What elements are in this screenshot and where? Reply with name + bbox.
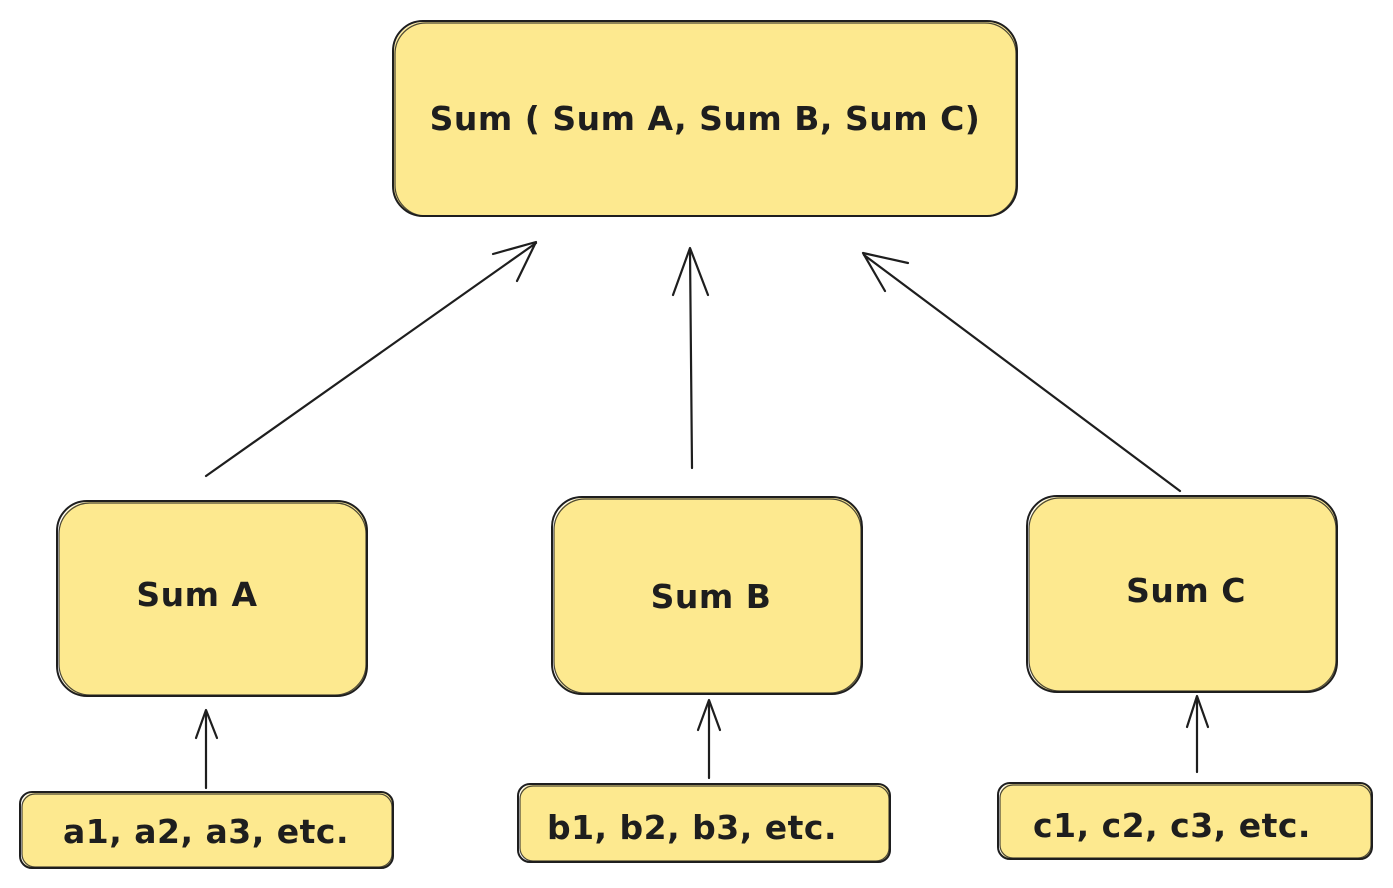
node-sum-a-label: Sum A xyxy=(136,575,257,614)
node-sum-c: Sum C xyxy=(1026,495,1338,693)
node-items-b-label: b1, b2, b3, etc. xyxy=(547,808,837,847)
arrow-sum-b-to-root xyxy=(671,246,710,470)
node-root-label: Sum ( Sum A, Sum B, Sum C) xyxy=(430,99,981,138)
node-items-c-label: c1, c2, c3, etc. xyxy=(1033,806,1311,845)
node-sum-b: Sum B xyxy=(551,496,863,695)
arrow-items-b-to-sum-b xyxy=(696,698,722,780)
arrow-sum-c-to-root xyxy=(861,251,1182,493)
node-items-b: b1, b2, b3, etc. xyxy=(517,783,891,863)
node-sum-a: Sum A xyxy=(56,500,368,697)
node-items-a-label: a1, a2, a3, etc. xyxy=(63,812,349,851)
arrow-sum-a-to-root xyxy=(204,240,538,478)
node-items-a: a1, a2, a3, etc. xyxy=(19,791,394,869)
node-sum-b-label: Sum B xyxy=(651,577,772,616)
node-items-c: c1, c2, c3, etc. xyxy=(997,782,1373,860)
node-root-sum: Sum ( Sum A, Sum B, Sum C) xyxy=(392,20,1018,217)
arrow-items-a-to-sum-a xyxy=(194,708,219,790)
arrow-items-c-to-sum-c xyxy=(1185,694,1210,774)
node-sum-c-label: Sum C xyxy=(1126,571,1246,610)
